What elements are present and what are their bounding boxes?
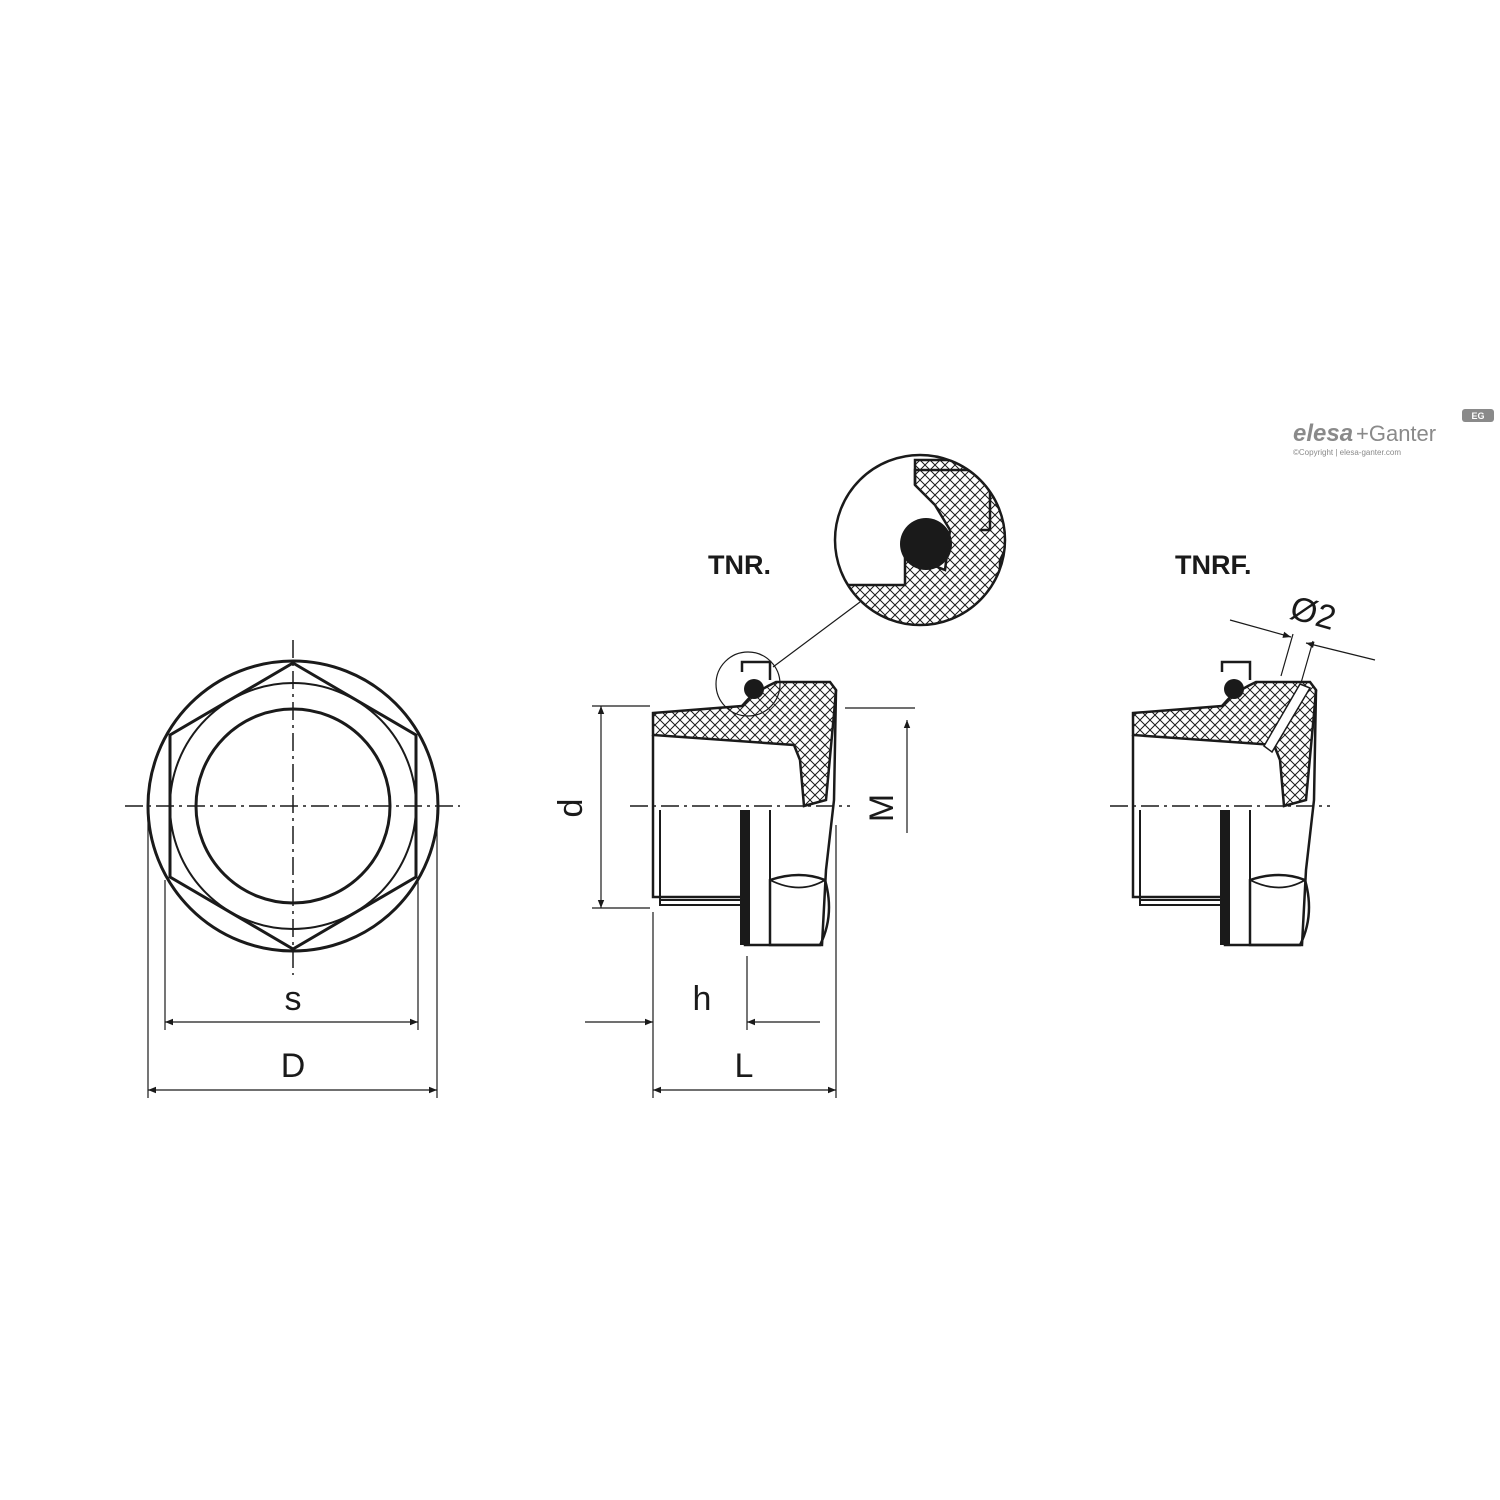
dimension-label-D: D	[281, 1047, 306, 1085]
tnrf-seal-ring	[1224, 679, 1244, 699]
dimension-line-hole-right	[1305, 641, 1376, 661]
dimension-label-s: s	[285, 980, 302, 1018]
brand-badge	[1462, 409, 1494, 422]
brand-name-elesa: elesa	[1293, 420, 1353, 447]
tnr-cap-section	[651, 680, 838, 808]
brand-logo: elesa +Ganter EG ©Copyright | elesa-gant…	[1293, 409, 1494, 457]
dimension-label-L: L	[735, 1047, 754, 1085]
front-view	[125, 640, 460, 1098]
brand-copyright: ©Copyright | elesa-ganter.com	[1293, 448, 1401, 457]
dimension-label-hole: Ø2	[1286, 589, 1340, 638]
tnrf-vent-hole	[1263, 683, 1312, 754]
dimension-label-d: d	[552, 799, 590, 818]
seal-detail-view	[833, 453, 1007, 627]
dimension-line-hole-left	[1229, 619, 1292, 638]
tnrf-cap-section	[1131, 680, 1318, 808]
brand-name-ganter: +Ganter	[1356, 421, 1436, 446]
dimension-label-h: h	[693, 980, 712, 1018]
tnr-side-view	[585, 601, 915, 1098]
brand-badge-text: EG	[1471, 411, 1484, 421]
tnr-label: TNR.	[708, 550, 771, 580]
tnrf-label: TNRF.	[1175, 550, 1252, 580]
tnr-detail-marker	[715, 651, 781, 717]
seal-detail-frame	[833, 453, 1007, 627]
hexagon-outline	[168, 661, 418, 951]
tnr-seal-ring	[744, 679, 764, 699]
dimension-label-M: M	[863, 794, 901, 822]
tnrf-side-view	[1110, 619, 1376, 947]
seal-detail-ring	[900, 518, 952, 570]
